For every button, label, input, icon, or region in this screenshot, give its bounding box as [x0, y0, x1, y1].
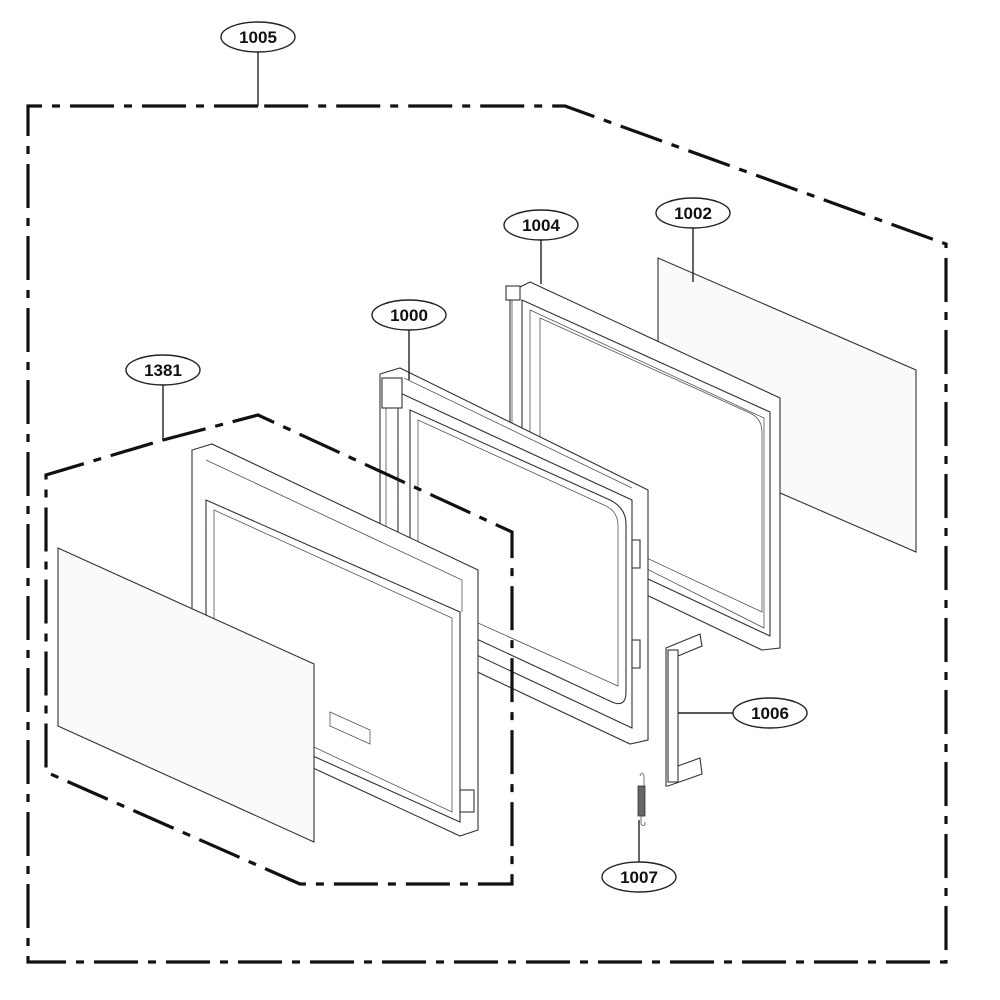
callout-label: 1007: [620, 868, 658, 887]
callout-1000: 1000: [371, 299, 447, 331]
callout-label: 1002: [674, 204, 712, 223]
part-1381-front-glass: [57, 547, 315, 843]
callout-label: 1381: [144, 361, 182, 380]
callout-1005: 1005: [220, 21, 296, 53]
callout-label: 1006: [751, 704, 789, 723]
callout-label: 1004: [522, 216, 560, 235]
callout-1007: 1007: [601, 861, 677, 893]
leader-lines: [162, 51, 736, 863]
callout-1004: 1004: [503, 209, 579, 241]
part-1006-latch-hook: [665, 633, 703, 787]
part-1007-spring: [637, 772, 646, 826]
group-boundary-1005: [26, 104, 948, 964]
callout-label: 1005: [239, 28, 277, 47]
callout-1381: 1381: [125, 354, 201, 386]
callout-1002: 1002: [655, 197, 731, 229]
callout-label: 1000: [390, 306, 428, 325]
callout-1006: 1006: [732, 697, 808, 729]
group-boundary-1381: [44, 413, 514, 886]
